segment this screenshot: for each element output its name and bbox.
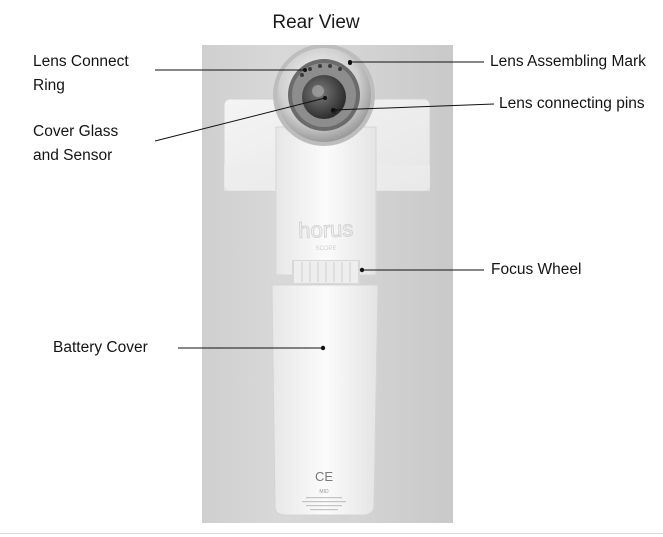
label-lens-assembling-mark: Lens Assembling Mark xyxy=(490,53,646,70)
label-lens-connect-ring-line2: Ring xyxy=(33,77,65,94)
dot-lens-connect-ring xyxy=(303,68,307,72)
leader-cover-glass xyxy=(154,97,326,142)
dot-cover-glass xyxy=(323,96,327,100)
ce-mark: CE xyxy=(315,469,333,484)
label-cover-glass-line1: Cover Glass xyxy=(33,123,119,140)
device-illustration: horus SCOPE CE MID xyxy=(223,44,431,516)
label-battery-cover: Battery Cover xyxy=(53,339,148,356)
bottom-divider xyxy=(0,533,663,534)
label-cover-glass-sensor: Cover Glass and Sensor xyxy=(33,120,118,168)
leader-lens-connecting-pins xyxy=(332,103,495,111)
device-photo: horus SCOPE CE MID xyxy=(202,44,453,523)
label-lens-connect-ring-line1: Lens Connect xyxy=(33,53,129,70)
label-cover-glass-line2: and Sensor xyxy=(33,147,113,164)
dot-lens-connecting-pins xyxy=(331,108,335,112)
label-lens-connecting-pins: Lens connecting pins xyxy=(499,95,645,112)
dot-battery-cover xyxy=(320,345,326,351)
diagram-title: Rear View xyxy=(272,12,360,33)
model-mark: MID xyxy=(319,489,329,495)
brand-mark: horus xyxy=(298,216,354,243)
dot-focus-wheel xyxy=(359,267,365,273)
label-focus-wheel: Focus Wheel xyxy=(491,261,582,278)
label-lens-connect-ring: Lens Connect Ring xyxy=(33,50,129,98)
dot-lens-assembling-mark xyxy=(348,60,352,64)
focus-wheel-graphic xyxy=(292,260,360,284)
brand-submark: SCOPE xyxy=(315,246,336,252)
